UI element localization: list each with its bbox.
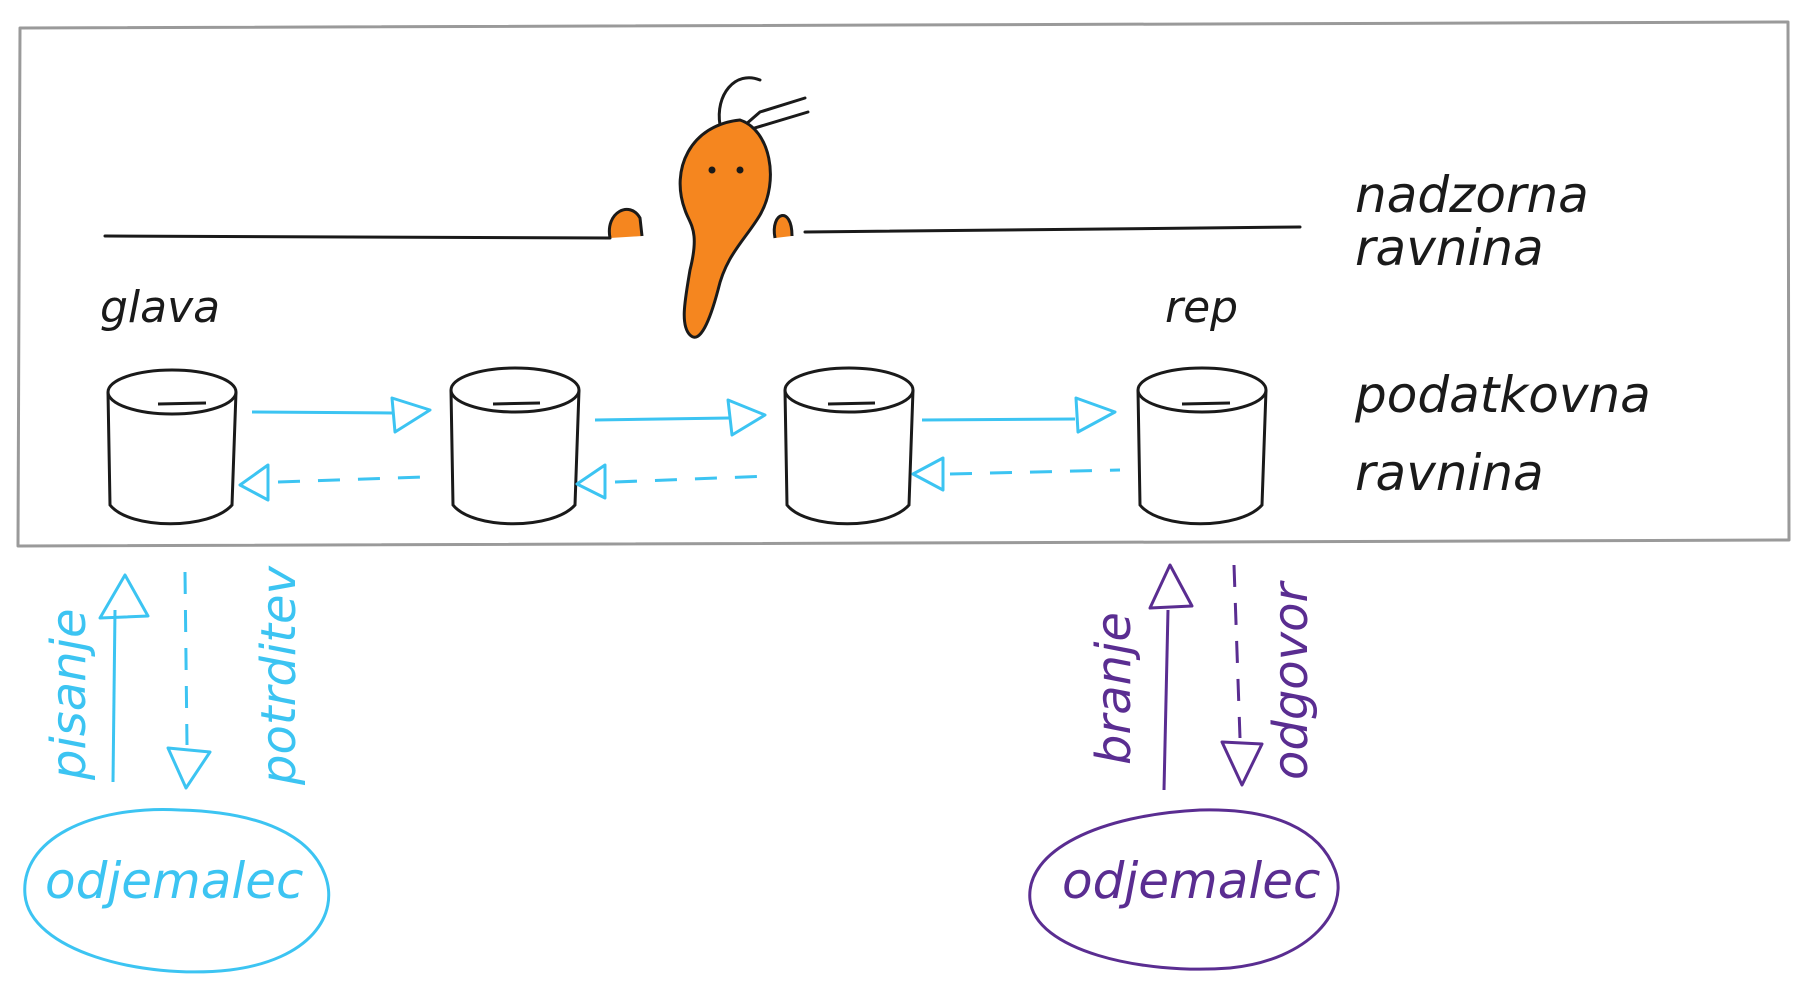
right-client-ellipse bbox=[1028, 808, 1340, 971]
control-plane-line bbox=[103, 225, 1302, 240]
forward-replication-arrows bbox=[251, 396, 1117, 437]
data-plane-label-line1: podatkovna bbox=[1354, 366, 1651, 424]
read-response-label: odgovor bbox=[1263, 580, 1319, 780]
control-plane-label-line1: nadzorna bbox=[1355, 166, 1589, 224]
head-label: glava bbox=[100, 282, 220, 333]
control-plane-label-line2: ravnina bbox=[1355, 219, 1544, 277]
system-boundary-box bbox=[16, 20, 1791, 548]
data-node-2 bbox=[449, 366, 581, 526]
write-request-label: pisanje bbox=[41, 608, 97, 781]
write-ack-arrow bbox=[166, 571, 212, 790]
backward-ack-arrows bbox=[238, 456, 1121, 502]
read-request-arrow bbox=[1148, 563, 1194, 791]
tail-label: rep bbox=[1165, 282, 1238, 333]
left-client-label: odjemalec bbox=[45, 852, 303, 910]
data-node-4 bbox=[1136, 366, 1268, 526]
data-node-1 bbox=[106, 368, 238, 526]
data-node-3 bbox=[783, 366, 915, 526]
write-ack-label: potrditev bbox=[251, 565, 307, 786]
write-request-arrow bbox=[98, 573, 150, 783]
mascot-icon bbox=[607, 76, 810, 339]
right-client-label: odjemalec bbox=[1062, 852, 1320, 910]
read-response-arrow bbox=[1220, 564, 1264, 787]
read-request-label: branje bbox=[1086, 612, 1142, 765]
data-plane-label-line2: ravnina bbox=[1355, 444, 1544, 502]
left-client-ellipse bbox=[23, 808, 331, 974]
